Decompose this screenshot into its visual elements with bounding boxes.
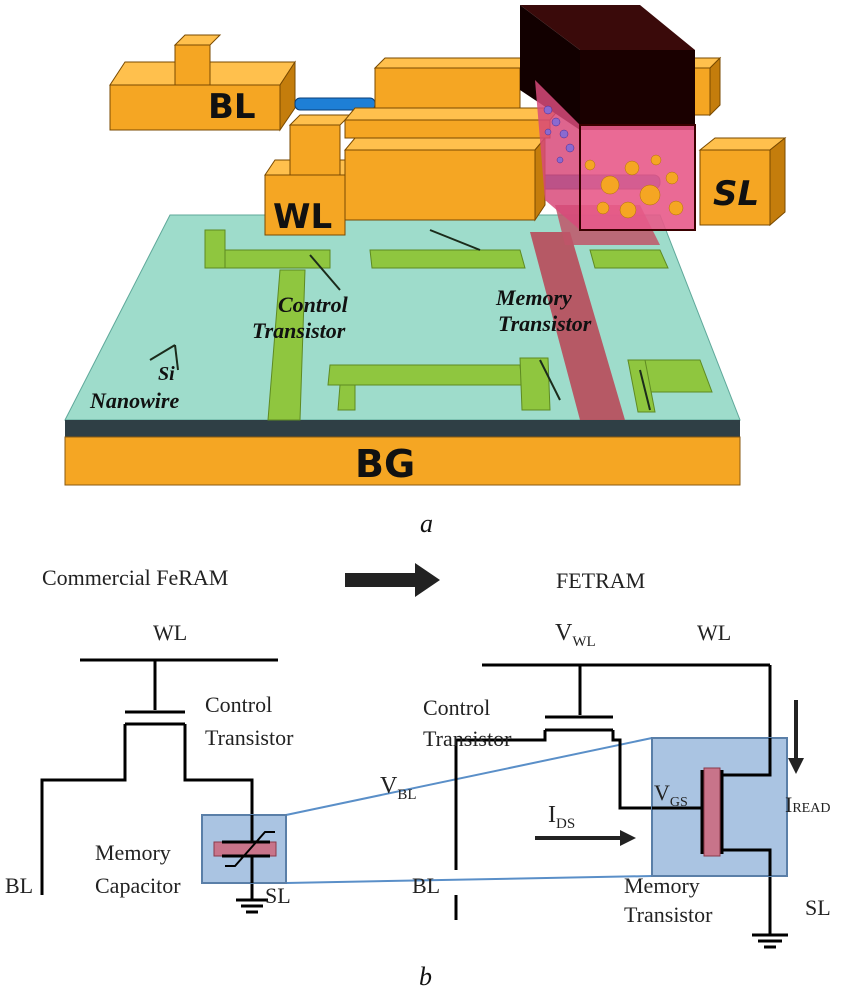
panel-a-caption: a [420, 509, 433, 538]
zoom-line-bottom [285, 875, 653, 884]
panel-a-3d-device: BL WL SL BG Control Transistor Memory Tr… [64, 5, 787, 486]
ferroelectric-gate-layer [703, 767, 721, 857]
feram-control-label-line2: Transistor [205, 725, 294, 750]
bl-electrode [109, 34, 296, 132]
nanowire-label: Nanowire [89, 388, 179, 413]
feram-sl-label: SL [265, 883, 291, 908]
i-ds-arrow-head [620, 830, 636, 846]
v-gs-label: VGS [654, 780, 688, 810]
feram-control-label-line1: Control [205, 692, 272, 717]
i-read-label: IREAD [785, 792, 830, 817]
memory-gate-strip [530, 232, 625, 420]
fet-drain [722, 738, 772, 777]
bl-label: BL [208, 87, 256, 127]
wl-label: WL [273, 197, 332, 237]
ferroelectric-block [520, 5, 696, 231]
v-bl-label: VBL [380, 773, 417, 803]
zoom-line-top [285, 737, 653, 816]
panel-b-caption: b [419, 962, 432, 991]
fet-source [722, 848, 772, 876]
fetram-memory-label-line1: Memory [624, 873, 700, 898]
panel-b-circuits: Commercial FeRAM FETRAM WL Control Trans… [5, 563, 831, 949]
i-ds-label: IDS [548, 802, 575, 832]
fetram-circuit: VWL WL Control Transistor VBL IDS VGS IR… [380, 620, 831, 949]
capacitor-hysteresis-mark [225, 831, 275, 867]
bg-label: BG [355, 442, 415, 486]
green-traces [204, 229, 713, 421]
i-read-arrow-head [788, 758, 804, 774]
v-wl-label: VWL [555, 620, 596, 650]
fetram-bl-label: BL [412, 873, 440, 898]
fetram-sl-label: SL [805, 895, 831, 920]
right-title: FETRAM [556, 568, 645, 593]
fetram-wl-label: WL [697, 620, 731, 645]
si-label: Si [158, 363, 175, 385]
nanowires [149, 229, 651, 411]
memory-transistor-label-line1: Memory [495, 285, 572, 310]
sl-electrode [698, 136, 787, 227]
control-transistor-label-line2: Transistor [252, 318, 346, 343]
back-gate-slab [64, 436, 741, 486]
transition-arrow [345, 563, 440, 597]
substrate-oxide-layer [65, 420, 740, 437]
fetram-control-label-line1: Control [423, 695, 490, 720]
fetram-memory-label-line2: Transistor [624, 902, 713, 927]
feram-wl-label: WL [153, 620, 187, 645]
feram-memory-label-line2: Capacitor [95, 873, 181, 898]
fetram-control-label-line2: Transistor [423, 726, 512, 751]
feram-memory-label-line1: Memory [95, 840, 171, 865]
control-transistor-label-line1: Control [278, 292, 349, 317]
memory-transistor-label-line2: Transistor [498, 311, 592, 336]
feram-bl-label: BL [5, 873, 33, 898]
left-title: Commercial FeRAM [42, 565, 228, 590]
sl-label: SL [713, 174, 759, 214]
